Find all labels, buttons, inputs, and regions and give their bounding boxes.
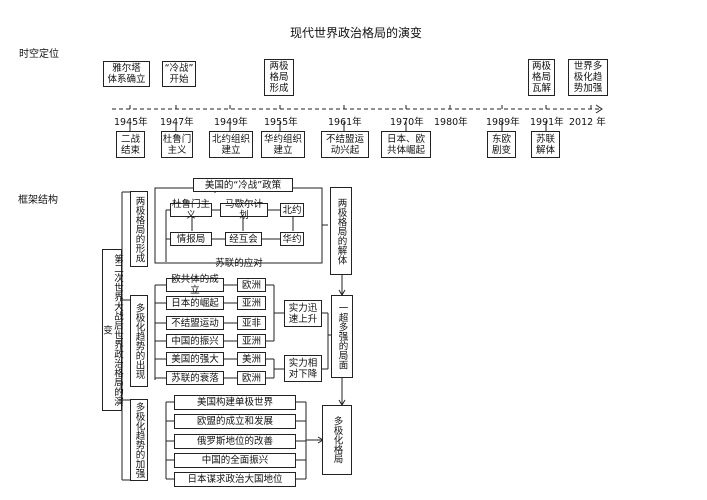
box-ec-founding: 欧共体的成立 [166,274,224,296]
year-label: 1945年 [114,117,148,128]
section-label-framework: 框架结构 [18,195,58,206]
box-nato: 北约 [280,203,304,217]
region-tag: 亚洲 [237,334,266,348]
section-label-timeline: 时空定位 [19,49,59,60]
box-ussr-decline: 苏联的衰落 [166,371,224,385]
box-power-fall: 实力相 对下降 [284,355,322,382]
box-china-revival: 中国的振兴 [166,334,224,348]
event-box-nato: 北约组织 建立 [209,131,253,158]
label-bipolar-formation: 两极格局的形成 [130,191,148,267]
year-label: 1980年 [434,117,468,128]
box-us-unipolar: 美国构建单极世界 [174,395,296,410]
box-power-rise: 实力迅 速上升 [284,300,322,327]
year-label: 1991年 [530,117,564,128]
event-box-non-aligned: 不结盟运 动兴起 [321,131,369,158]
box-marshall-plan: 马歇尔计划 [220,199,268,221]
event-box-eastern-europe: 东欧 剧变 [487,131,516,158]
event-box-yalta: 雅尔塔 体系确立 [103,61,150,87]
event-box-multipolar: 世界多 极化趋 势加强 [568,59,608,96]
label-multipolar-emergence: 多极化趋势的出现 [130,295,148,387]
event-box-bipolar-formed: 两极 格局 形成 [264,59,294,96]
year-label: 1989年 [486,117,520,128]
event-box-japan-ec-rise: 日本、欧 共体崛起 [381,131,431,158]
region-tag: 欧洲 [237,371,266,385]
root-box: 第二次世界大战后世界政治格局的演变 [101,249,123,411]
event-box-cold-war-start: “冷战” 开始 [162,61,196,87]
event-box-truman-doctrine: 杜鲁门 主义 [161,131,193,158]
event-box-warsaw-pact: 华约组织 建立 [261,131,305,158]
event-box-ww2-end: 二战 结束 [116,131,145,158]
year-label: 1970年 [390,117,424,128]
region-tag: 美洲 [237,352,266,366]
box-soviet-response: 苏联的应对 [215,257,263,269]
box-warsaw-pact: 华约 [280,232,304,246]
year-label: 1961年 [328,117,362,128]
region-tag: 欧洲 [237,278,266,292]
label-multipolar-pattern: 多极化格局 [322,405,352,475]
year-label: 1955年 [264,117,298,128]
box-comecon: 经互会 [225,232,262,246]
label-bipolar-collapse: 两极格局的解体 [330,187,352,275]
year-label: 1947年 [160,117,194,128]
event-box-bipolar-collapse: 两极 格局 瓦解 [528,59,555,96]
box-japan-rise: 日本的崛起 [166,296,224,310]
box-russia-status: 俄罗斯地位的改善 [174,434,296,449]
label-superpower-multipowers: 一超多强的局面 [331,295,353,378]
box-us-cold-war-policy: 美国的“冷战”政策 [193,178,293,192]
label-multipolar-strengthening: 多极化趋势的加强 [130,399,148,481]
box-eu-development: 欧盟的成立和发展 [174,414,296,429]
box-truman-doctrine: 杜鲁门主义 [170,199,212,221]
year-label: 1949年 [214,117,248,128]
year-label: 2012 年 [569,117,606,128]
box-non-aligned: 不结盟运动 [166,316,224,330]
box-us-strength: 美国的强大 [166,352,224,366]
region-tag: 亚洲 [237,296,266,310]
box-china-revitalization: 中国的全面振兴 [174,453,296,468]
event-box-ussr-dissolution: 苏联 解体 [531,131,560,158]
region-tag: 亚非 [237,316,266,330]
box-japan-political-power: 日本谋求政治大国地位 [174,472,296,487]
box-cominform: 情报局 [170,232,212,246]
page-title: 现代世界政治格局的演变 [290,26,423,40]
